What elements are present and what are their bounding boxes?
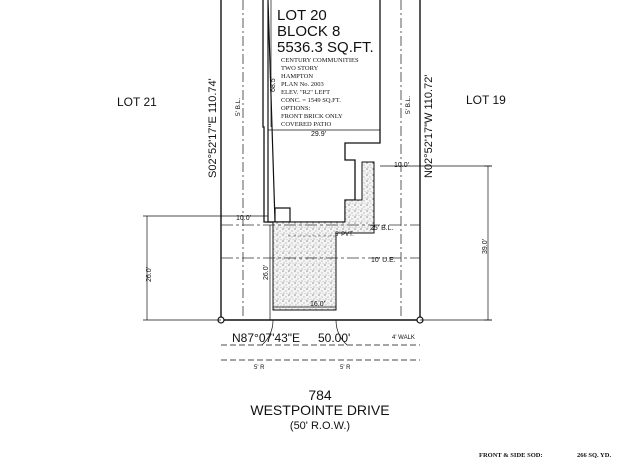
dim-right-depth: 39.0' xyxy=(482,239,489,254)
adjacent-lot-right: LOT 19 xyxy=(466,93,506,107)
lot-area: 5536.3 SQ.FT. xyxy=(277,39,374,56)
sod-label: FRONT & SIDE SOD: xyxy=(479,452,543,459)
radius-left-label: 5' R xyxy=(254,365,265,371)
pvt-label: 5' PVT. xyxy=(335,232,354,238)
lot-number: LOT 20 xyxy=(277,7,327,24)
front-building-line-label: 25' B.L. xyxy=(370,225,394,232)
west-line-bearing: S02°52'17"E 110.74' xyxy=(207,78,219,178)
note-model: HAMPTON xyxy=(281,73,313,80)
note-option-brick: FRONT BRICK ONLY xyxy=(281,113,343,120)
dim-side-right: 10.0' xyxy=(394,162,409,169)
dim-side-left: 10.0' xyxy=(236,215,251,222)
side-bl-left: 5' B.L. xyxy=(235,98,242,116)
note-elevation: ELEV. "R2" LEFT xyxy=(281,89,330,96)
adjacent-lot-left: LOT 21 xyxy=(117,95,157,109)
house-notes: CENTURY COMMUNITIES TWO STORY HAMPTON PL… xyxy=(281,57,359,128)
walk-label: 4' WALK xyxy=(392,335,415,341)
property-lines xyxy=(220,0,421,321)
note-concrete: CONC. = 1549 SQ.FT. xyxy=(281,97,341,104)
note-option-patio: COVERED PATIO xyxy=(281,121,331,128)
plan-header: LOT 20 BLOCK 8 5536.3 SQ.FT. xyxy=(277,7,374,56)
utility-easement-label: 10' U.E. xyxy=(371,257,396,264)
note-options: OPTIONS: xyxy=(281,105,310,112)
dimension-lines xyxy=(143,0,492,361)
east-line-bearing: N02°52'17"W 110.72' xyxy=(423,75,435,178)
dim-front-depth-left: 26.0' xyxy=(146,267,153,282)
note-stories: TWO STORY xyxy=(281,65,319,72)
front-line-distance: 50.00' xyxy=(318,331,350,345)
street-number: 784 xyxy=(308,387,332,403)
front-line-bearing: N87°07'43"E xyxy=(232,331,300,345)
side-bl-right: 5' B.L. xyxy=(405,96,412,114)
note-plan: PLAN No. 2003 xyxy=(281,81,324,88)
dim-front-depth-mid: 26.0' xyxy=(263,265,270,280)
dim-drive-width: 16.0' xyxy=(310,301,325,308)
sod-value: 266 SQ. YD. xyxy=(577,452,611,459)
street-row: (50' R.O.W.) xyxy=(290,420,350,432)
note-builder: CENTURY COMMUNITIES xyxy=(281,57,359,64)
dim-house-width: 29.9' xyxy=(311,131,326,138)
building-lines xyxy=(242,0,402,318)
dim-rear-setback: 68.5' xyxy=(270,77,277,92)
radius-right-label: 5' R xyxy=(340,365,351,371)
block-number: BLOCK 8 xyxy=(277,23,340,40)
street-name: WESTPOINTE DRIVE xyxy=(250,402,389,418)
